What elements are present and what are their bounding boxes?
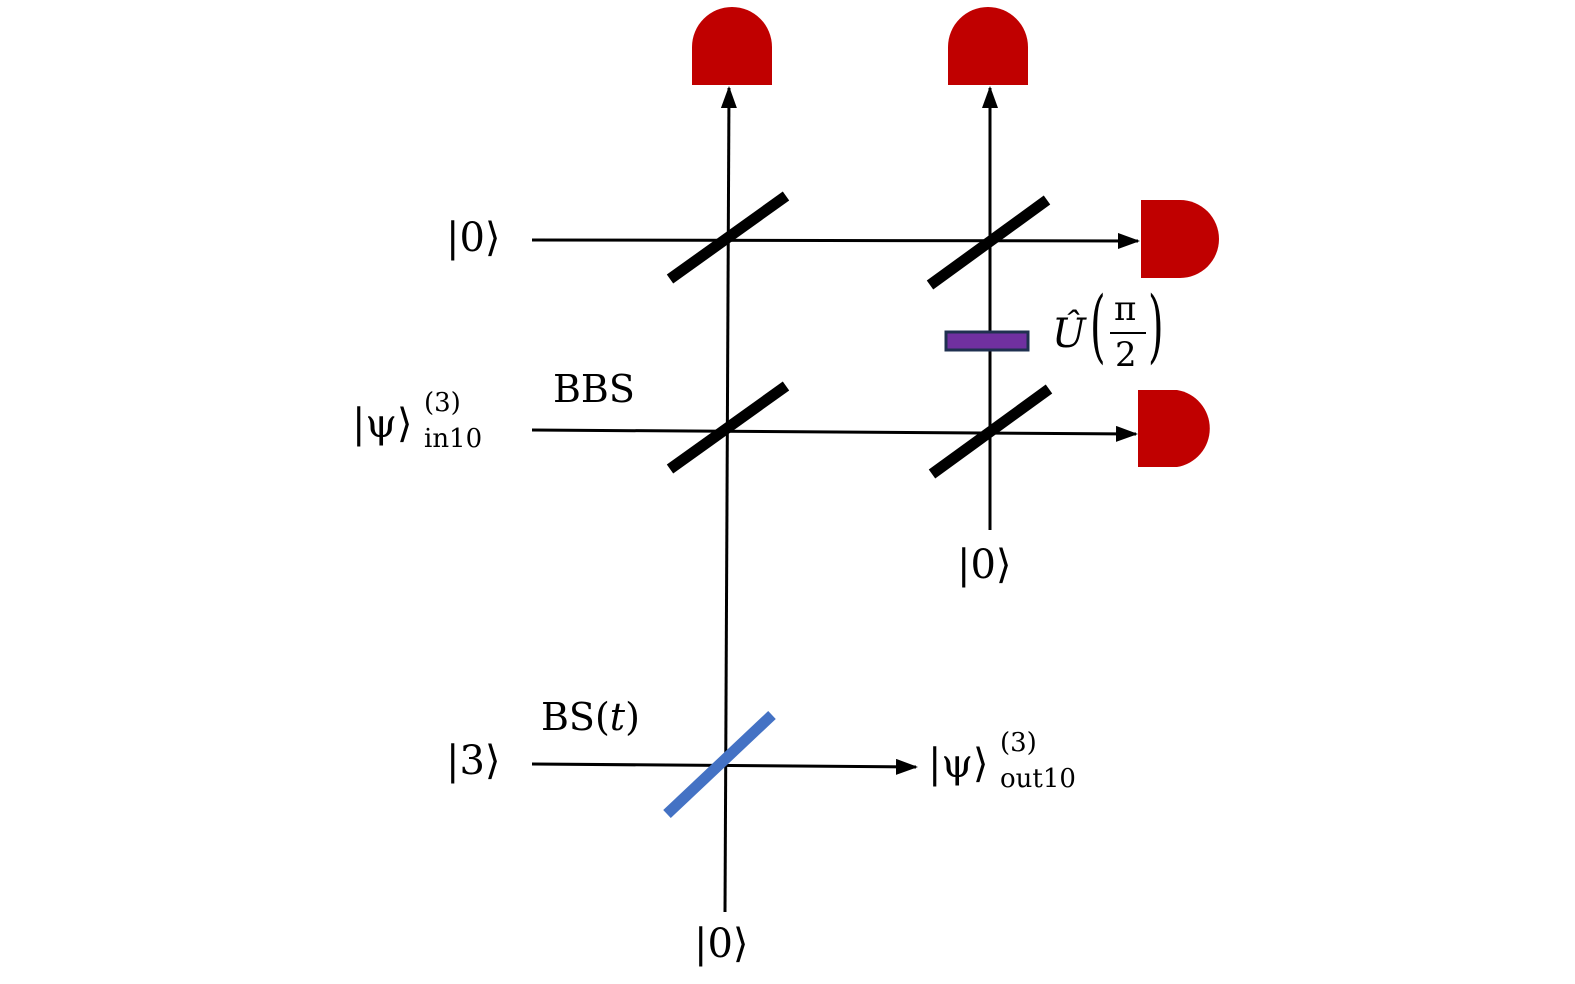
output-label: |ψ⟩ (3) out10 xyxy=(928,730,1076,792)
input-middle-superscript: (3) xyxy=(424,388,461,418)
input-bottom-label: |3⟩ xyxy=(446,738,501,784)
unitary-paren-left: ( xyxy=(1090,279,1106,372)
input-bottom-vertical-label: |0⟩ xyxy=(694,921,749,967)
detector-top-left-icon xyxy=(692,7,772,85)
bbs-label: BBS xyxy=(553,367,635,411)
input-top-label: |0⟩ xyxy=(446,215,501,261)
input-middle-ket: |ψ⟩ xyxy=(352,401,413,447)
bs-label: BS(t) xyxy=(541,698,640,736)
beam-splitter-top-right xyxy=(926,195,1051,290)
input-middle-subscript: in10 xyxy=(424,424,483,454)
phase-plate xyxy=(944,330,1030,352)
unitary-paren-right: ) xyxy=(1148,279,1164,372)
beam-splitter-middle-right xyxy=(928,384,1053,479)
beam-splitter-tunable xyxy=(663,710,776,819)
unitary-numerator: π xyxy=(1114,289,1137,329)
beam-top-horizontal xyxy=(531,232,1140,249)
unitary-denominator: 2 xyxy=(1115,335,1137,375)
output-subscript: out10 xyxy=(1000,764,1076,794)
unitary-label: Û ( π 2 ) xyxy=(1052,279,1172,380)
beam-left-vertical xyxy=(720,86,737,913)
detector-right-top-icon xyxy=(1141,200,1219,278)
unitary-symbol: Û xyxy=(1052,311,1086,357)
output-superscript: (3) xyxy=(1000,728,1037,758)
beam-splitter-middle-left xyxy=(666,381,790,474)
beam-middle-horizontal xyxy=(531,425,1138,442)
beam-splitter-top-left xyxy=(666,191,790,284)
output-ket: |ψ⟩ xyxy=(928,741,989,787)
input-middle-label: |ψ⟩ (3) in10 xyxy=(352,390,482,452)
input-right-vertical-label: |0⟩ xyxy=(957,542,1012,588)
bs-label-close: ) xyxy=(625,695,640,739)
detector-right-bottom-icon xyxy=(1138,390,1210,467)
bs-label-param: t xyxy=(609,695,626,739)
bs-label-prefix: BS( xyxy=(541,695,610,739)
unitary-fraction-bar xyxy=(1110,332,1146,334)
detector-top-right-icon xyxy=(948,7,1028,85)
